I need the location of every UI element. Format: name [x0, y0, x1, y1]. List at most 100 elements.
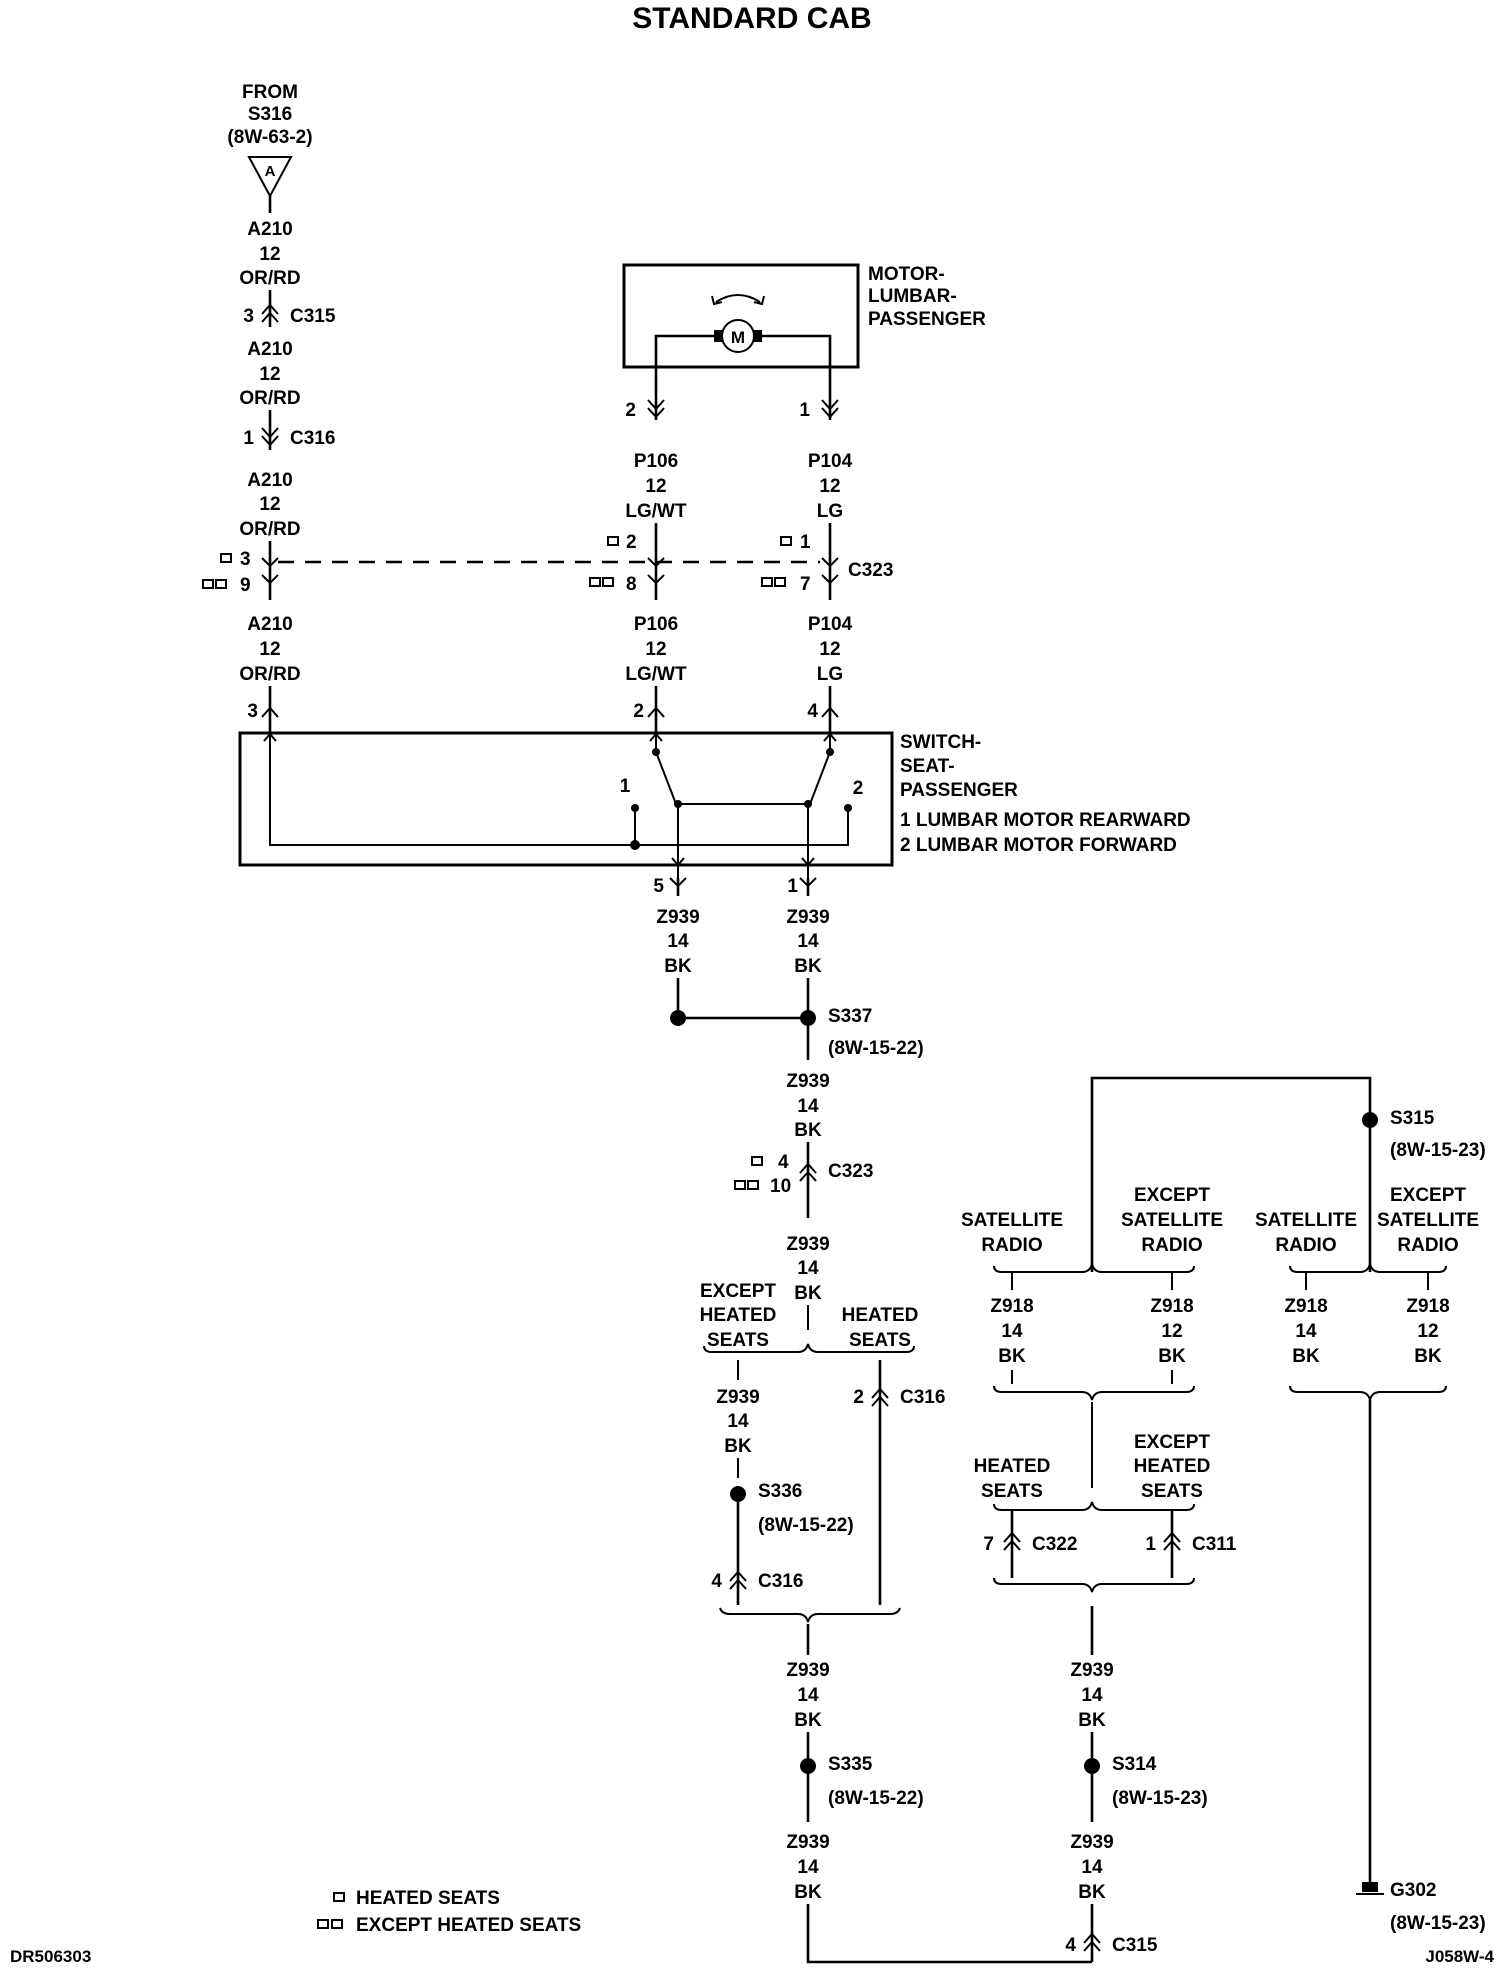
wire-z939-label-f: Z939 14 BK [786, 1660, 829, 1731]
svg-text:12: 12 [645, 476, 666, 497]
svg-text:LUMBAR-: LUMBAR- [868, 286, 957, 307]
motor-icon: M [711, 294, 765, 353]
wire-z939-label-sw1: Z939 14 BK [786, 907, 829, 977]
svg-text:1 LUMBAR MOTOR REARWARD: 1 LUMBAR MOTOR REARWARD [900, 810, 1191, 831]
svg-text:S314: S314 [1112, 1754, 1157, 1775]
svg-text:EXCEPT: EXCEPT [700, 1281, 776, 1302]
svg-text:P104: P104 [808, 451, 853, 472]
option-label-satellite-radio-2: SATELLITE RADIO [1255, 1210, 1357, 1256]
svg-text:12: 12 [259, 244, 280, 265]
svg-text:BK: BK [794, 1882, 822, 1903]
svg-text:A210: A210 [247, 219, 292, 240]
wire-a210-label-2: A210 12 OR/RD [239, 339, 300, 409]
svg-text:5: 5 [653, 876, 664, 897]
svg-text:RADIO: RADIO [1141, 1235, 1202, 1256]
svg-text:RADIO: RADIO [981, 1235, 1042, 1256]
svg-text:2: 2 [633, 701, 644, 722]
option-label-except-satellite-radio-1: EXCEPT SATELLITE RADIO [1121, 1185, 1223, 1256]
splice-s335-label: S335 (8W-15-22) [828, 1754, 924, 1809]
svg-text:Z939: Z939 [786, 907, 829, 928]
option-brace-satellite-1-bottom [993, 1385, 1195, 1401]
svg-text:Z939: Z939 [786, 1660, 829, 1681]
from-splice-label: S316 [248, 104, 292, 125]
svg-text:SATELLITE: SATELLITE [1377, 1210, 1479, 1231]
svg-text:Z918: Z918 [990, 1296, 1033, 1317]
from-reference-letter: A [265, 163, 276, 180]
svg-text:BK: BK [998, 1346, 1026, 1367]
wire-z918-label-4a: Z918 12 BK [1406, 1296, 1449, 1367]
connector-c322: 7 C322 [983, 1531, 1077, 1555]
wire-p104-label-2: P104 12 LG [808, 614, 853, 685]
svg-text:G302: G302 [1390, 1880, 1436, 1901]
svg-text:1: 1 [243, 428, 254, 449]
svg-text:2: 2 [626, 532, 637, 553]
wire-z918-label-2a: Z918 12 BK [1150, 1296, 1193, 1367]
motor-lead-right [762, 334, 832, 420]
svg-text:M: M [731, 328, 745, 347]
svg-text:C316: C316 [290, 428, 335, 449]
option-brace-satellite-1 [993, 1263, 1195, 1273]
svg-text:1: 1 [787, 876, 798, 897]
wire-a210-label-4: A210 12 OR/RD [239, 614, 300, 685]
svg-text:12: 12 [819, 476, 840, 497]
svg-text:3: 3 [247, 701, 258, 722]
wire-z939-label-right-1: Z939 14 BK [1070, 1660, 1113, 1731]
splice-s336 [730, 1486, 746, 1502]
splice-dot-s337-left [670, 1010, 686, 1026]
svg-text:(8W-15-23): (8W-15-23) [1390, 1140, 1486, 1161]
option-label-except-satellite-radio-2: EXCEPT SATELLITE RADIO [1377, 1185, 1479, 1256]
svg-text:Z939: Z939 [1070, 1660, 1113, 1681]
splice-s314 [1084, 1758, 1100, 1774]
connector-c316-c: 4 C316 [711, 1570, 803, 1592]
option-brace-satellite-2-bottom [1289, 1385, 1447, 1401]
svg-text:C311: C311 [1192, 1534, 1237, 1555]
svg-text:LG/WT: LG/WT [625, 501, 687, 522]
svg-text:BK: BK [794, 1283, 822, 1304]
svg-text:A210: A210 [247, 470, 292, 491]
svg-text:SATELLITE: SATELLITE [961, 1210, 1063, 1231]
svg-text:4: 4 [778, 1152, 789, 1173]
svg-text:P106: P106 [634, 451, 678, 472]
svg-text:BK: BK [1078, 1882, 1106, 1903]
svg-text:SEAT-: SEAT- [900, 756, 955, 777]
legend-heated-seats: HEATED SEATS [333, 1888, 500, 1909]
svg-text:A210: A210 [247, 339, 292, 360]
option-brace-heated-2-bottom [993, 1577, 1195, 1593]
connector-c323-b: 2 8 [589, 532, 665, 595]
svg-text:SEATS: SEATS [1141, 1481, 1203, 1502]
svg-text:SEATS: SEATS [707, 1330, 769, 1351]
svg-text:14: 14 [1295, 1321, 1317, 1342]
svg-text:8: 8 [626, 574, 637, 595]
svg-text:EXCEPT: EXCEPT [1390, 1185, 1466, 1206]
svg-text:OR/RD: OR/RD [239, 664, 300, 685]
splice-s337 [800, 1010, 816, 1026]
svg-text:SEATS: SEATS [981, 1481, 1043, 1502]
wire-z918-label-3a: Z918 14 BK [1284, 1296, 1327, 1367]
wire-p104-label-1: P104 12 LG [808, 451, 853, 522]
wire-p106-label-1: P106 12 LG/WT [625, 451, 687, 522]
svg-text:BK: BK [1292, 1346, 1320, 1367]
legend-except-heated-seats: EXCEPT HEATED SEATS [317, 1915, 581, 1936]
option-label-except-heated-2: EXCEPT HEATED SEATS [1134, 1432, 1211, 1502]
wire-z939-label-sw5: Z939 14 BK [656, 907, 699, 977]
svg-text:HEATED: HEATED [842, 1305, 919, 1326]
motor-lead-left [654, 334, 714, 420]
from-reference-triangle [247, 156, 293, 199]
wire-z939-label-g: Z939 14 BK [786, 1832, 829, 1903]
svg-text:EXCEPT HEATED SEATS: EXCEPT HEATED SEATS [356, 1915, 581, 1936]
svg-text:14: 14 [1001, 1321, 1023, 1342]
splice-s336-label: S336 (8W-15-22) [758, 1481, 854, 1536]
svg-text:SATELLITE: SATELLITE [1121, 1210, 1223, 1231]
svg-text:P104: P104 [808, 614, 853, 635]
svg-text:Z918: Z918 [1406, 1296, 1449, 1317]
svg-text:C315: C315 [290, 306, 336, 327]
switch-pin-1: 1 [787, 876, 817, 897]
svg-text:OR/RD: OR/RD [239, 519, 300, 540]
wire-s315-loop [1090, 1076, 1372, 1272]
option-label-heated-1: HEATED SEATS [842, 1305, 919, 1351]
svg-text:A210: A210 [247, 614, 292, 635]
svg-text:EXCEPT: EXCEPT [1134, 1185, 1210, 1206]
svg-text:C315: C315 [1112, 1935, 1158, 1956]
connector-c311: 1 C311 [1145, 1531, 1237, 1555]
